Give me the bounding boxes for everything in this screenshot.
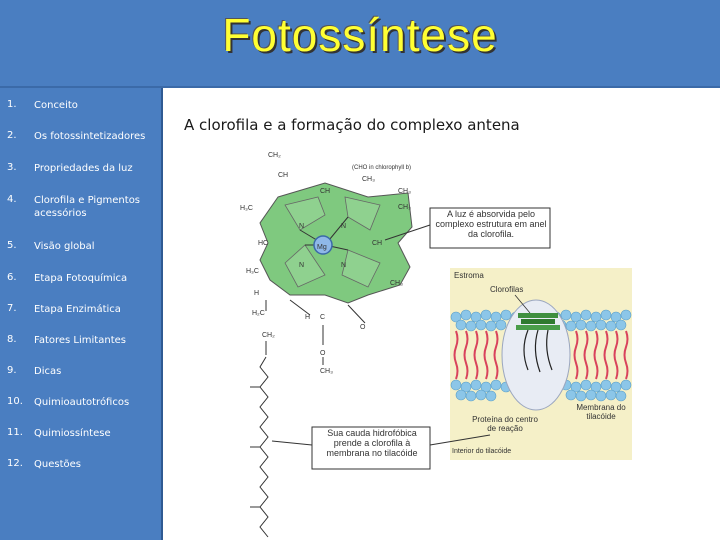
o-label: O [320, 350, 326, 357]
n-label: N [299, 223, 304, 230]
ch-label: CH [372, 240, 382, 247]
sidebar-item-number: 5. [7, 240, 17, 251]
proteina-label: Proteína do centro de reação [472, 415, 538, 433]
ch-label: CH [278, 172, 288, 179]
chlorophyll-figure: Mg N N N N CH₂ CH (CHO in chlorophyll b)… [240, 152, 632, 538]
sidebar-item-label: Etapa Fotoquímica [34, 273, 128, 284]
sidebar-item-label: Visão global [34, 241, 95, 252]
sidebar-item-number: 12. [7, 458, 23, 469]
sidebar-item-label: Dicas [34, 366, 62, 377]
sidebar-item-number: 11. [7, 427, 23, 438]
sidebar-item-label: Clorofila e Pigmentos acessórios [34, 195, 141, 219]
sidebar-item-number: 3. [7, 162, 17, 173]
note-label: (CHO in chlorophyll b) [352, 165, 411, 171]
h-label: H [305, 314, 310, 321]
sidebar-item-label: Os fotossintetizadores [34, 131, 146, 142]
membrana-label: Membrana do tilacóide [576, 403, 626, 421]
ch2-label: CH₂ [262, 332, 275, 339]
phytol-tail [259, 356, 269, 538]
ch3-label: CH₃ [320, 368, 333, 375]
ch2-label: CH₂ [268, 152, 281, 159]
callout-tail-anchor [311, 426, 431, 470]
chlorophyll-molecules [516, 313, 560, 373]
content-title: A clorofila e a formação do complexo ant… [184, 116, 520, 134]
clorofilas-label: Clorofilas [490, 285, 523, 294]
membrane-bottom-heads [450, 379, 632, 402]
page-title: Fotossíntese [222, 9, 498, 61]
n-label: N [341, 223, 346, 230]
sidebar: 1. Conceito 2. Os fotossintetizadores 3.… [0, 88, 163, 540]
c-label: C [320, 314, 325, 321]
h2c-label: H₂C [252, 310, 265, 317]
callout-light-absorbed [429, 207, 551, 249]
sidebar-item-number: 8. [7, 334, 17, 345]
sidebar-item-number: 2. [7, 130, 17, 141]
sidebar-item-number: 1. [7, 99, 17, 110]
h3c-label: H₃C [246, 268, 259, 275]
title-bar: Fotossíntese [0, 0, 720, 88]
sidebar-item-number: 9. [7, 365, 17, 376]
sidebar-item-number: 7. [7, 303, 17, 314]
callout-top-text: A luz é absorvida pelo complexo estrutur… [435, 209, 547, 239]
magnesium-atom [313, 235, 333, 255]
sidebar-item-number: 4. [7, 194, 17, 205]
sidebar-item-label: Quimiossíntese [34, 428, 111, 439]
n-label: N [299, 262, 304, 269]
hc-label: HC [258, 240, 268, 247]
sidebar-item-label: Quimioautotróficos [34, 397, 130, 408]
ch3-label: CH₃ [398, 188, 411, 195]
h-label: H [254, 290, 259, 297]
callout-bottom-text: Sua cauda hidrofóbica prende a clorofila… [326, 428, 418, 458]
sidebar-item-label: Fatores Limitantes [34, 335, 126, 346]
sidebar-item-label: Etapa Enzimática [34, 304, 121, 315]
h3c-label: H₃C [240, 205, 253, 212]
sidebar-item-label: Questões [34, 459, 81, 470]
sidebar-item-number: 6. [7, 272, 17, 283]
sidebar-item-label: Conceito [34, 100, 78, 111]
sidebar-item-number: 10. [7, 396, 23, 407]
ch3-label: CH₃ [390, 280, 403, 287]
ch3-label: CH₃ [398, 204, 411, 211]
mg-label: Mg [317, 244, 327, 251]
sidebar-item-label: Propriedades da luz [34, 163, 133, 174]
o-label: O [360, 324, 366, 331]
interior-label: Interior do tilacóide [452, 448, 511, 455]
ch3-label: CH₃ [362, 176, 375, 183]
estroma-label: Estroma [454, 271, 484, 280]
ch-label: CH [320, 188, 330, 195]
n-label: N [341, 262, 346, 269]
